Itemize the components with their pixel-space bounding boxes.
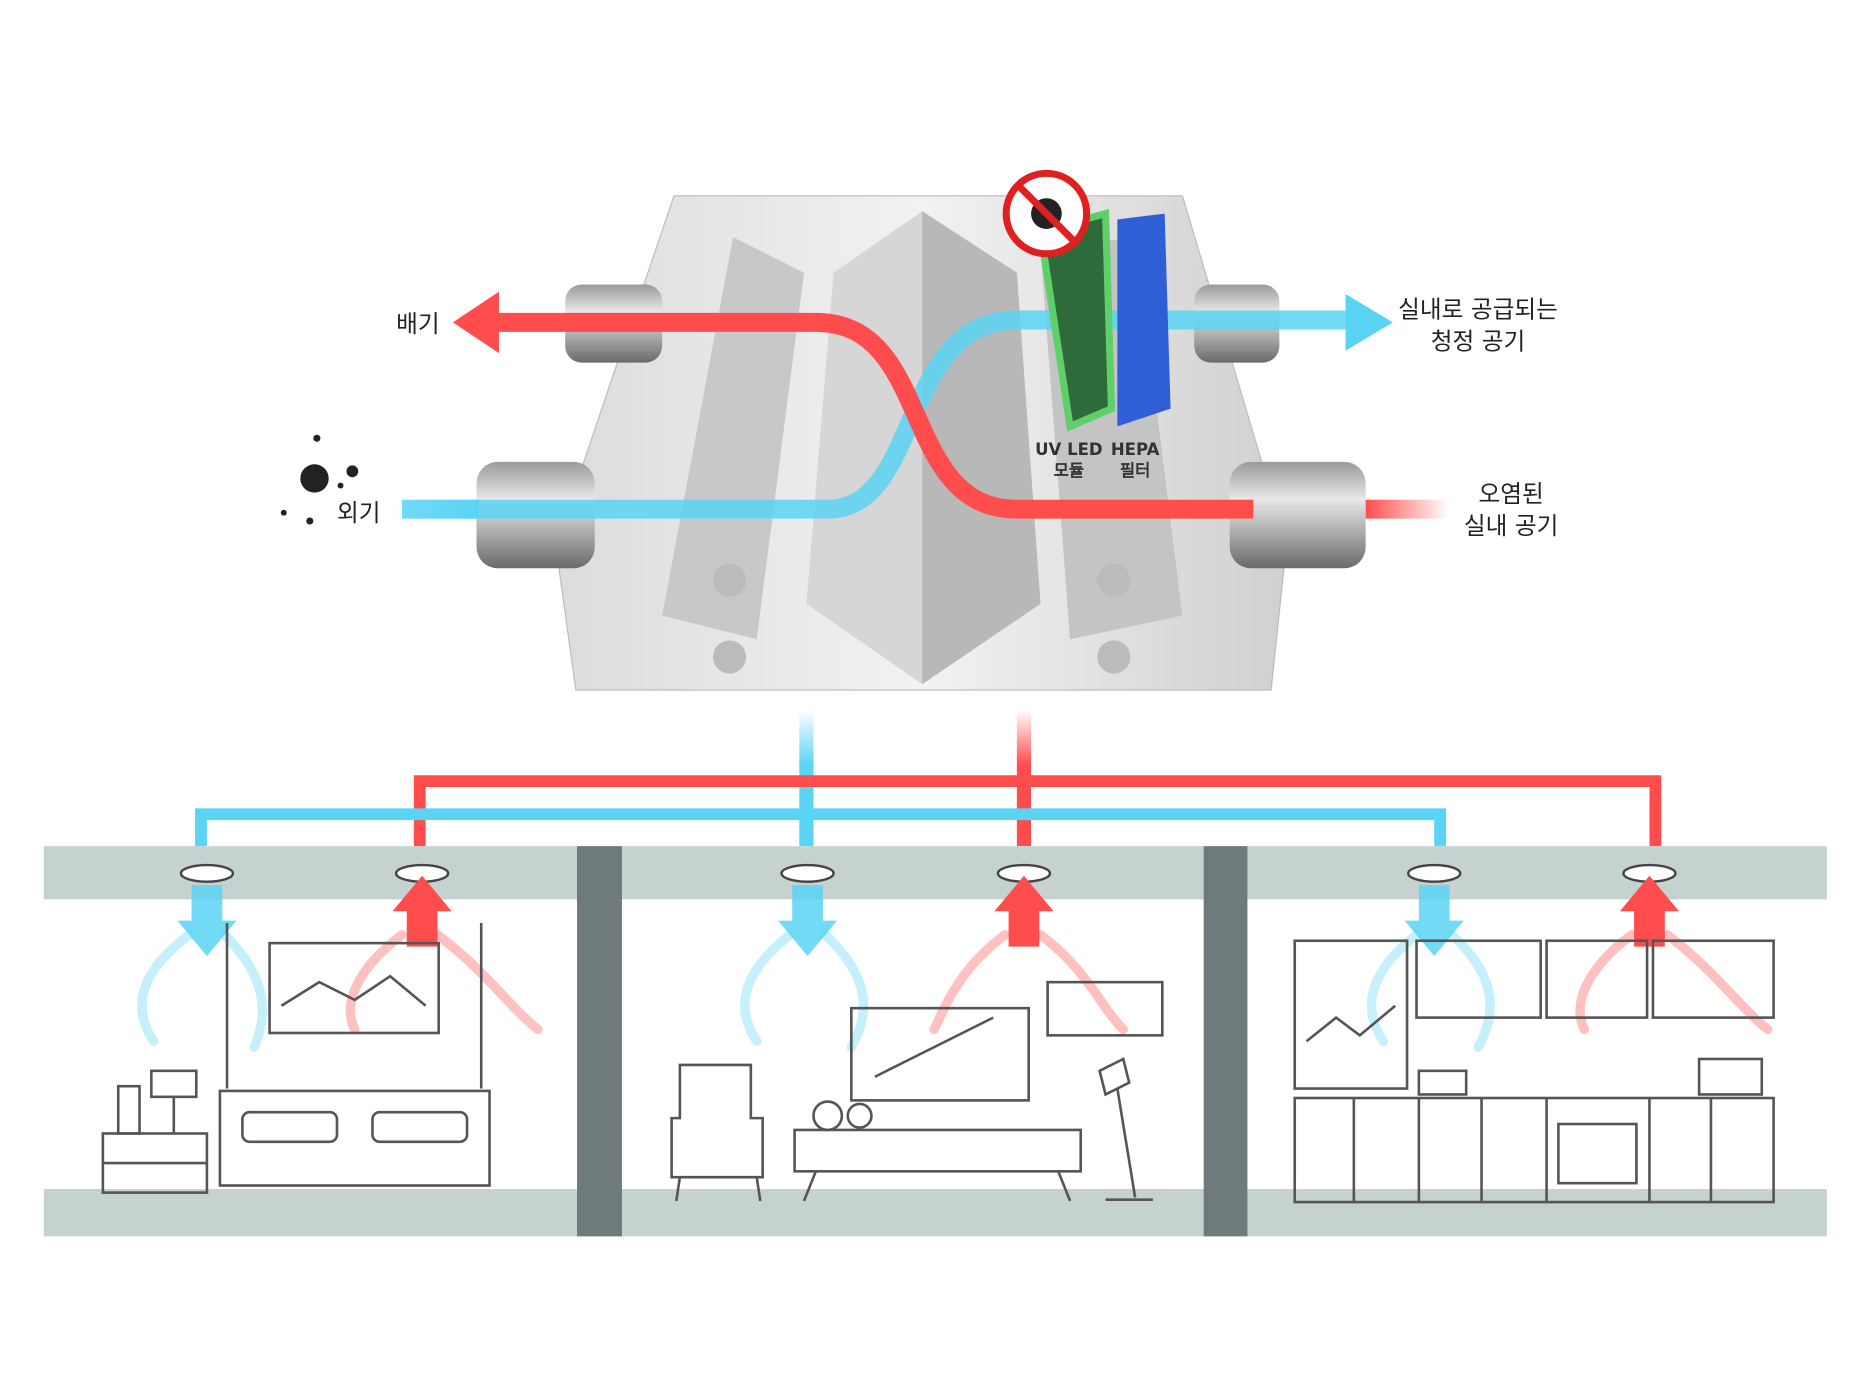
exhaust-air-flow [496, 312, 1254, 519]
diffusers [177, 863, 1680, 957]
building [43, 846, 1827, 1237]
return-label-line1: 오염된 [1478, 480, 1543, 508]
supply-label-line1: 실내로 공급되는 [1398, 296, 1558, 324]
exhaust-arrow-icon [452, 291, 499, 354]
supply-diffuser [177, 863, 237, 957]
hepa-filter [1117, 213, 1171, 427]
kitchen-furniture [1293, 939, 1775, 1204]
return-port [1229, 461, 1366, 569]
return-diffuser [392, 863, 452, 947]
return-label-line2: 실내 공기 [1464, 512, 1558, 540]
exhaust-label: 배기 [396, 310, 439, 338]
virus-icon [280, 434, 359, 525]
pillar [577, 846, 622, 1237]
uv-label-line2: 모듈 [1054, 461, 1084, 480]
uv-label-line1: UV LED [1035, 440, 1103, 459]
pillar [1203, 846, 1248, 1237]
hepa-label-line1: HEPA [1111, 440, 1160, 459]
supply-label-line2: 청정 공기 [1431, 328, 1525, 356]
duct-network [195, 710, 1662, 847]
living-room-furniture [670, 980, 1164, 1202]
return-diffuser [994, 863, 1054, 947]
hepa-label-line2: 필터 [1120, 461, 1150, 480]
bedroom-furniture [101, 923, 491, 1194]
supply-diffuser [1404, 863, 1464, 957]
supply-arrow-icon [1345, 293, 1393, 351]
outdoor-air-label: 외기 [337, 499, 380, 527]
no-virus-icon [1002, 169, 1091, 258]
return-diffuser [1619, 863, 1680, 947]
airflow-wisps [137, 930, 1773, 1052]
supply-diffuser [778, 863, 838, 957]
